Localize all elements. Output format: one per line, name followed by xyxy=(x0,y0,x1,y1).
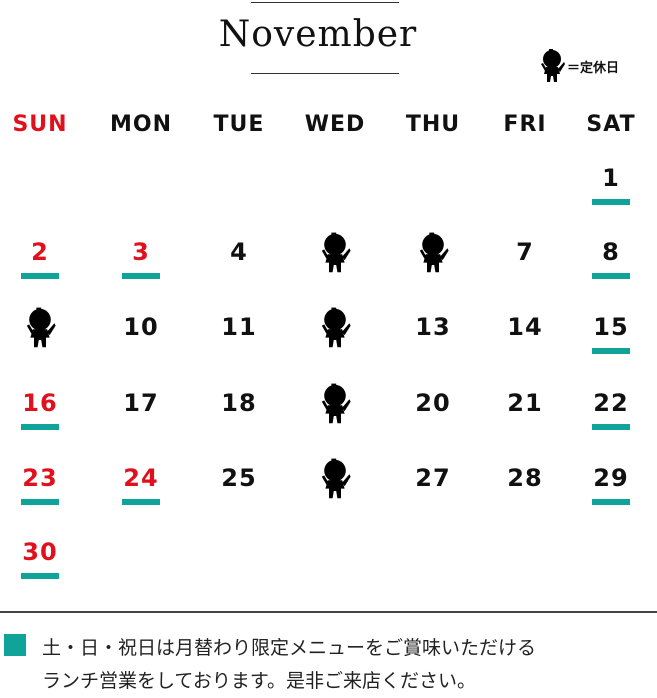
month-title: November xyxy=(218,14,418,55)
weekend-holiday-underline xyxy=(592,199,630,205)
weekday-mon: MON xyxy=(109,112,172,137)
closed-day-mascot-icon xyxy=(321,232,351,273)
day-number: 3 xyxy=(132,238,150,266)
weekday-sun: SUN xyxy=(12,112,68,137)
day-number: 29 xyxy=(593,464,629,492)
day-number: 2 xyxy=(31,238,49,266)
day-cell-2[interactable]: 2 xyxy=(0,237,80,297)
day-cell-5[interactable] xyxy=(295,232,375,297)
day-cell-4[interactable]: 4 xyxy=(199,237,279,297)
closed-day-mascot-icon xyxy=(419,232,449,273)
day-number: 21 xyxy=(507,389,543,417)
weekday-tue: TUE xyxy=(213,112,265,137)
day-number: 10 xyxy=(123,313,159,341)
day-number: 7 xyxy=(516,238,534,266)
day-number: 25 xyxy=(221,464,257,492)
weekend-holiday-underline xyxy=(122,273,160,279)
day-cell-21[interactable]: 21 xyxy=(485,388,565,448)
weekend-holiday-underline xyxy=(592,424,630,430)
day-cell-25[interactable]: 25 xyxy=(199,463,279,523)
day-cell-6[interactable] xyxy=(393,232,473,297)
day-cell-23[interactable]: 23 xyxy=(0,463,80,523)
day-number: 18 xyxy=(221,389,257,417)
weekend-holiday-underline xyxy=(592,273,630,279)
day-cell-3[interactable]: 3 xyxy=(101,237,181,297)
weekday-fri: FRI xyxy=(503,112,547,137)
weekend-holiday-underline xyxy=(21,273,59,279)
day-cell-8[interactable]: 8 xyxy=(571,237,651,297)
day-cell-17[interactable]: 17 xyxy=(101,388,181,448)
day-cell-28[interactable]: 28 xyxy=(485,463,565,523)
day-cell-19[interactable] xyxy=(295,383,375,448)
day-cell-22[interactable]: 22 xyxy=(571,388,651,448)
day-number: 15 xyxy=(593,313,629,341)
day-cell-30[interactable]: 30 xyxy=(0,537,80,597)
day-cell-13[interactable]: 13 xyxy=(393,312,473,372)
closed-day-mascot-icon xyxy=(541,49,565,82)
day-cell-14[interactable]: 14 xyxy=(485,312,565,372)
closed-day-mascot-icon xyxy=(321,458,351,499)
note-line-2: ランチ営業をしております。是非ご来店ください。 xyxy=(42,670,476,692)
business-note: 土・日・祝日は月替わり限定メニューをご賞味いただける ランチ営業をしております。… xyxy=(42,632,536,698)
weekday-sat: SAT xyxy=(586,112,636,137)
weekday-wed: WED xyxy=(304,112,366,137)
weekend-holiday-underline xyxy=(21,499,59,505)
day-cell-1[interactable]: 1 xyxy=(571,163,651,223)
legend: ＝定休日 xyxy=(537,48,619,84)
closed-day-mascot-icon xyxy=(321,307,351,348)
day-number: 20 xyxy=(415,389,451,417)
day-cell-20[interactable]: 20 xyxy=(393,388,473,448)
closed-day-mascot-icon xyxy=(26,307,56,348)
day-cell-10[interactable]: 10 xyxy=(101,312,181,372)
day-cell-7[interactable]: 7 xyxy=(485,237,565,297)
day-cell-24[interactable]: 24 xyxy=(101,463,181,523)
day-number: 14 xyxy=(507,313,543,341)
day-number: 4 xyxy=(230,238,248,266)
day-number: 11 xyxy=(221,313,257,341)
closed-day-mascot-icon xyxy=(321,383,351,424)
title-rule-bottom xyxy=(251,73,399,74)
day-number: 24 xyxy=(123,464,159,492)
weekend-holiday-underline xyxy=(21,573,59,579)
day-number: 17 xyxy=(123,389,159,417)
weekend-holiday-underline xyxy=(122,499,160,505)
day-number: 8 xyxy=(602,238,620,266)
day-cell-9[interactable] xyxy=(0,307,80,372)
day-number: 1 xyxy=(602,164,620,192)
day-number: 30 xyxy=(22,538,58,566)
divider xyxy=(0,611,657,613)
day-number: 16 xyxy=(22,389,58,417)
day-cell-16[interactable]: 16 xyxy=(0,388,80,448)
day-number: 13 xyxy=(415,313,451,341)
title-rule-top xyxy=(251,2,399,3)
day-cell-26[interactable] xyxy=(295,458,375,523)
day-number: 22 xyxy=(593,389,629,417)
day-number: 23 xyxy=(22,464,58,492)
day-number: 28 xyxy=(507,464,543,492)
day-cell-15[interactable]: 15 xyxy=(571,312,651,372)
day-cell-11[interactable]: 11 xyxy=(199,312,279,372)
teal-legend-square xyxy=(4,634,26,656)
day-cell-12[interactable] xyxy=(295,307,375,372)
day-cell-29[interactable]: 29 xyxy=(571,463,651,523)
note-line-1: 土・日・祝日は月替わり限定メニューをご賞味いただける xyxy=(42,637,537,659)
weekday-thu: THU xyxy=(405,112,461,137)
legend-label: ＝定休日 xyxy=(567,60,620,76)
day-cell-18[interactable]: 18 xyxy=(199,388,279,448)
day-number: 27 xyxy=(415,464,451,492)
weekend-holiday-underline xyxy=(21,424,59,430)
weekend-holiday-underline xyxy=(592,348,630,354)
day-cell-27[interactable]: 27 xyxy=(393,463,473,523)
weekend-holiday-underline xyxy=(592,499,630,505)
